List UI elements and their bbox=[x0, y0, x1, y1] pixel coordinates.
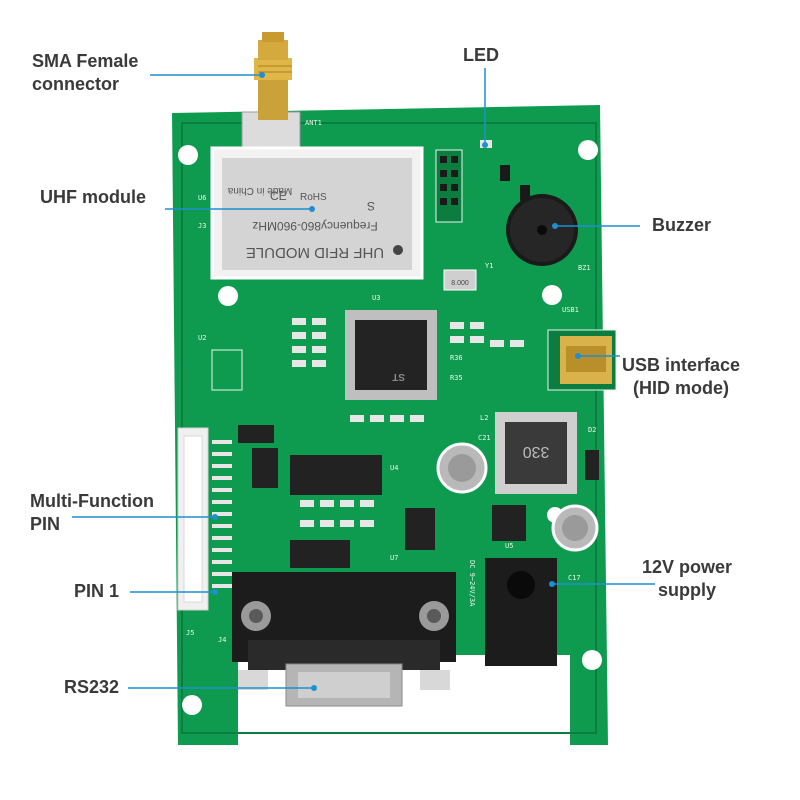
module-frequency: Frequency860-960MHz bbox=[252, 219, 377, 233]
module-rohs: RoHS bbox=[300, 192, 327, 203]
module-made-in: Made in China bbox=[227, 185, 292, 196]
electrolytic-capacitor bbox=[436, 442, 488, 494]
leader-dot bbox=[212, 589, 218, 595]
silk-u3: U3 bbox=[372, 294, 380, 302]
u2-footprint bbox=[211, 349, 243, 391]
leader-dot bbox=[212, 514, 218, 520]
silk-j4: J4 bbox=[218, 636, 226, 644]
mount-hole bbox=[182, 695, 202, 715]
smd-components bbox=[292, 318, 524, 527]
mount-hole bbox=[578, 140, 598, 160]
multi-function-pin-header bbox=[177, 427, 209, 611]
callout-12v-power-supply: 12V power supply bbox=[642, 557, 733, 600]
silk-u4: U4 bbox=[390, 464, 398, 472]
silk-ant1: ANT1 bbox=[305, 119, 322, 127]
mount-hole bbox=[542, 285, 562, 305]
silk-j3: J3 bbox=[198, 222, 206, 230]
crystal: 8.000 bbox=[443, 269, 477, 291]
buzzer bbox=[506, 194, 578, 266]
silk-u2: U2 bbox=[198, 334, 206, 342]
silk-d2: D2 bbox=[588, 426, 596, 434]
silk-u5: U5 bbox=[505, 542, 513, 550]
ic-chip bbox=[290, 455, 382, 495]
callout-pin1: PIN 1 bbox=[74, 581, 120, 601]
leader-dot bbox=[575, 353, 581, 359]
power-inductor: 330 bbox=[495, 412, 577, 494]
module-name: UHF RFID MODULE bbox=[246, 244, 384, 261]
callout-led: LED bbox=[463, 45, 499, 65]
module-ce: CE bbox=[270, 189, 287, 203]
ic-chip bbox=[492, 505, 526, 541]
leader-dot bbox=[552, 223, 558, 229]
dc-power-jack bbox=[485, 558, 557, 666]
silk-usb1: USB1 bbox=[562, 306, 579, 314]
chip-brand: ST bbox=[392, 371, 405, 382]
module-s: S bbox=[367, 199, 375, 213]
silk-r35: R35 bbox=[450, 374, 463, 382]
led-header bbox=[435, 140, 530, 223]
inductor-label: 330 bbox=[523, 443, 550, 460]
silk-j5: J5 bbox=[186, 629, 194, 637]
pin-header-pins bbox=[212, 440, 232, 588]
callout-uhf-module: UHF module bbox=[40, 187, 146, 207]
uhf-module: Made in China S RoHS CE Frequency860-960… bbox=[210, 146, 424, 280]
silk-l2: L2 bbox=[480, 414, 488, 422]
mcu-chip: ST bbox=[345, 310, 437, 400]
leader-dot bbox=[259, 72, 265, 78]
diode bbox=[585, 450, 599, 480]
silk-u7: U7 bbox=[390, 554, 398, 562]
ic-chip bbox=[252, 448, 278, 488]
sma-connector bbox=[241, 32, 301, 149]
silk-y1: Y1 bbox=[485, 262, 493, 270]
mount-hole bbox=[218, 286, 238, 306]
silk-u6: U6 bbox=[198, 194, 206, 202]
silkscreen-labels: ANT1 U6 J3 U2 U3 U4 U5 U7 D2 C21 L2 BZ1 … bbox=[186, 119, 596, 644]
silk-c21: C21 bbox=[478, 434, 491, 442]
mount-hole bbox=[582, 650, 602, 670]
leader-dot bbox=[549, 581, 555, 587]
crystal-label: 8.000 bbox=[451, 280, 469, 287]
callout-rs232: RS232 bbox=[64, 677, 120, 697]
leader-dot bbox=[309, 206, 315, 212]
callout-usb-interface: USB interface (HID mode) bbox=[622, 355, 741, 398]
rs232-db9-connector bbox=[232, 572, 456, 707]
silk-bz1: BZ1 bbox=[578, 264, 591, 272]
ic-chip bbox=[405, 508, 435, 550]
silk-r36: R36 bbox=[450, 354, 463, 362]
leader-dot bbox=[311, 685, 317, 691]
mount-hole bbox=[178, 145, 198, 165]
callout-buzzer: Buzzer bbox=[652, 215, 712, 235]
silk-dc-rating: DC 9~24V/3A bbox=[468, 560, 476, 607]
leader-dot bbox=[482, 142, 488, 148]
ic-chip bbox=[290, 540, 350, 568]
callout-multi-function-pin: Multi-Function PIN bbox=[30, 491, 154, 534]
callout-sma-connector: SMA Female connector bbox=[32, 51, 139, 94]
electrolytic-capacitor bbox=[551, 504, 599, 552]
diode bbox=[238, 425, 274, 443]
silk-c17: C17 bbox=[568, 574, 581, 582]
usb-connector bbox=[547, 329, 617, 391]
